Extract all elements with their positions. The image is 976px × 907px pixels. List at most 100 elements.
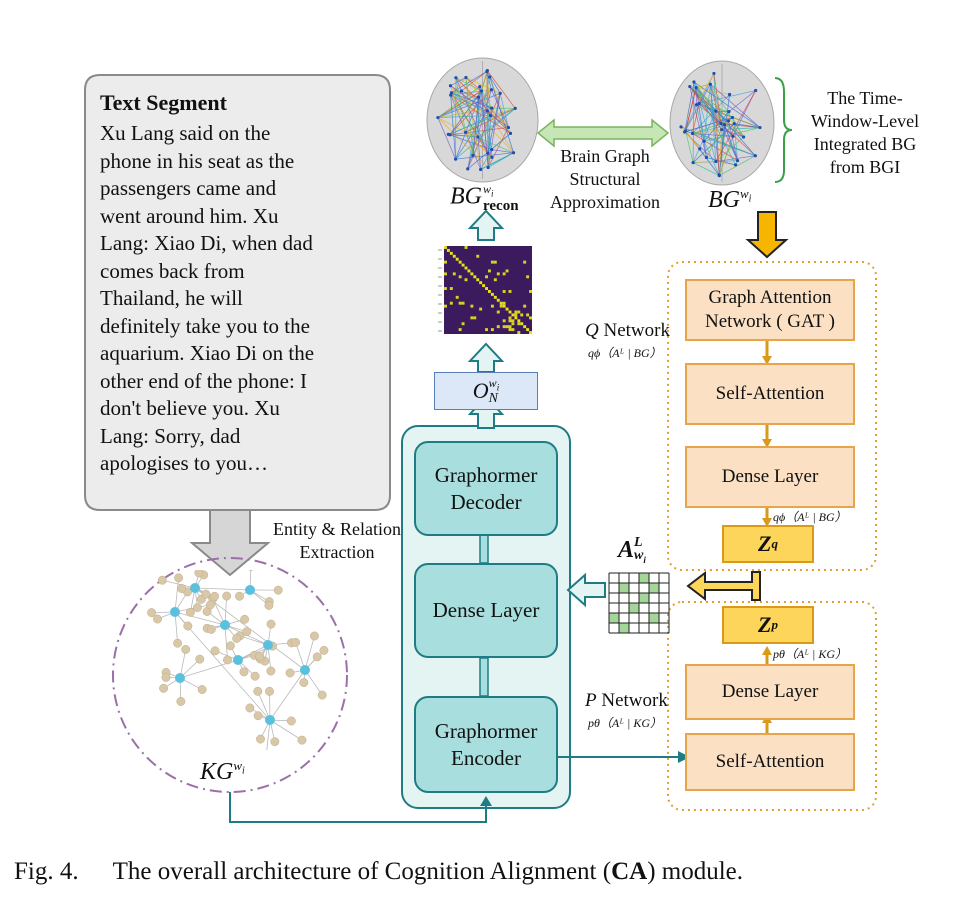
- bg-label: BGwi: [708, 186, 752, 213]
- kg-node: [173, 638, 183, 648]
- kg-label: KGwi: [200, 758, 245, 785]
- kg-node: [297, 735, 307, 745]
- kg-node: [317, 690, 327, 700]
- attention-matrix: [438, 246, 532, 334]
- q-self-attention-block: Self-Attention: [685, 363, 855, 425]
- integrated-bg-label: The Time- Window-Level Integrated BG fro…: [810, 88, 920, 177]
- kg-node: [250, 671, 260, 681]
- kg-node: [210, 591, 219, 601]
- p-network-container: [667, 601, 877, 811]
- text-segment-body: Xu Lang said on the phone in his seat as…: [100, 120, 314, 478]
- kg-hub-node: [175, 673, 185, 683]
- arrow-bg-to-q: [745, 211, 789, 259]
- connector-dense-dec: [479, 534, 489, 564]
- kg-node: [159, 683, 169, 693]
- q-network-dist: qϕ（Aᴸ | BG）: [588, 346, 662, 360]
- arrow-matrix-to-recon: [467, 209, 505, 241]
- integrated-brace: [774, 77, 793, 183]
- kg-node: [210, 646, 220, 656]
- kg-node: [161, 672, 171, 682]
- arrow-z-to-adjacency: [686, 570, 761, 602]
- text-segment-bubble: [84, 74, 391, 511]
- text-segment-line: Xu Lang said on the: [100, 121, 271, 145]
- kg-node: [253, 711, 263, 721]
- brain-recon-image: [426, 57, 539, 183]
- extraction-arrow: [189, 509, 271, 577]
- kg-circle: [112, 557, 348, 793]
- kg-node: [176, 697, 186, 706]
- kg-hub-node: [265, 715, 275, 725]
- kg-node: [201, 589, 211, 599]
- kg-node: [265, 686, 274, 696]
- kg-node: [310, 631, 319, 641]
- text-segment-line: apologises to you…: [100, 451, 268, 475]
- q-output-dist: qϕ（Aᴸ | BG）: [773, 510, 847, 524]
- kg-hub-node: [190, 583, 200, 593]
- figure-caption: Fig. 4.The overall architecture of Cogni…: [14, 858, 744, 885]
- kg-hub-node: [263, 640, 273, 650]
- kg-node: [185, 607, 195, 617]
- p-dense-layer-block: Dense Layer: [685, 664, 855, 720]
- p-network-title: P Network: [585, 690, 668, 711]
- kg-node: [285, 668, 295, 678]
- connector-enc-dense: [479, 657, 489, 697]
- kg-node: [223, 655, 232, 665]
- kg-node: [194, 570, 204, 578]
- text-segment-line: don't believe you. Xu: [100, 396, 280, 420]
- p-network-dist: pθ（Aᴸ | KG）: [588, 716, 662, 730]
- q-dense-layer-block: Dense Layer: [685, 446, 855, 508]
- text-segment-line: definitely take you to the: [100, 313, 310, 338]
- kg-node: [235, 591, 244, 601]
- kg-node: [240, 614, 250, 624]
- kg-node: [147, 608, 157, 618]
- kg-node: [319, 645, 329, 655]
- text-segment-line: went around him. Xu: [100, 203, 279, 228]
- text-segment-line: phone in his seat as the: [100, 148, 295, 173]
- knowledge-graph: [147, 570, 329, 750]
- kg-node: [181, 645, 191, 654]
- kg-node: [245, 703, 255, 713]
- kg-node: [183, 621, 193, 631]
- kg-node: [242, 627, 252, 637]
- kg-node: [153, 614, 162, 624]
- kg-node: [264, 601, 274, 610]
- kg-node: [206, 624, 216, 634]
- extraction-label: Entity & Relation Extraction: [273, 519, 401, 562]
- kg-node: [225, 641, 235, 651]
- text-segment-line: aquarium. Xiao Di on the: [100, 341, 315, 365]
- text-segment-line: comes back from: [100, 258, 245, 283]
- kg-node: [266, 666, 276, 676]
- text-segment-line: Lang: Sorry, dad: [100, 423, 241, 448]
- kg-node: [299, 678, 309, 688]
- graphormer-dense-layer: Dense Layer: [414, 563, 558, 658]
- text-segment-line: other end of the phone: I: [100, 368, 308, 393]
- text-segment-line: passengers came and: [100, 176, 277, 200]
- text-segment-line: Lang: Xiao Di, when dad: [100, 231, 313, 255]
- kg-hub-node: [220, 620, 230, 630]
- kg-node: [253, 686, 263, 696]
- kg-hub-node: [300, 665, 310, 675]
- kg-node: [273, 585, 283, 595]
- approximation-label: Brain Graph Structural Approximation: [550, 146, 660, 212]
- q-network-title: Q Network: [585, 320, 670, 341]
- p-output-dist: pθ（Aᴸ | KG）: [773, 647, 847, 661]
- kg-node: [195, 654, 205, 664]
- arrow-output-to-matrix: [467, 342, 505, 373]
- kg-node: [174, 573, 184, 583]
- kg-node: [266, 619, 276, 629]
- kg-node: [222, 591, 232, 601]
- kg-node: [157, 575, 167, 585]
- brain-bg-image: [669, 60, 775, 186]
- kg-hub-node: [170, 607, 180, 617]
- kg-node: [197, 685, 207, 695]
- kg-node: [239, 667, 249, 677]
- kg-node: [312, 652, 322, 662]
- text-segment-title: Text Segment: [100, 90, 227, 115]
- kg-node: [232, 633, 242, 643]
